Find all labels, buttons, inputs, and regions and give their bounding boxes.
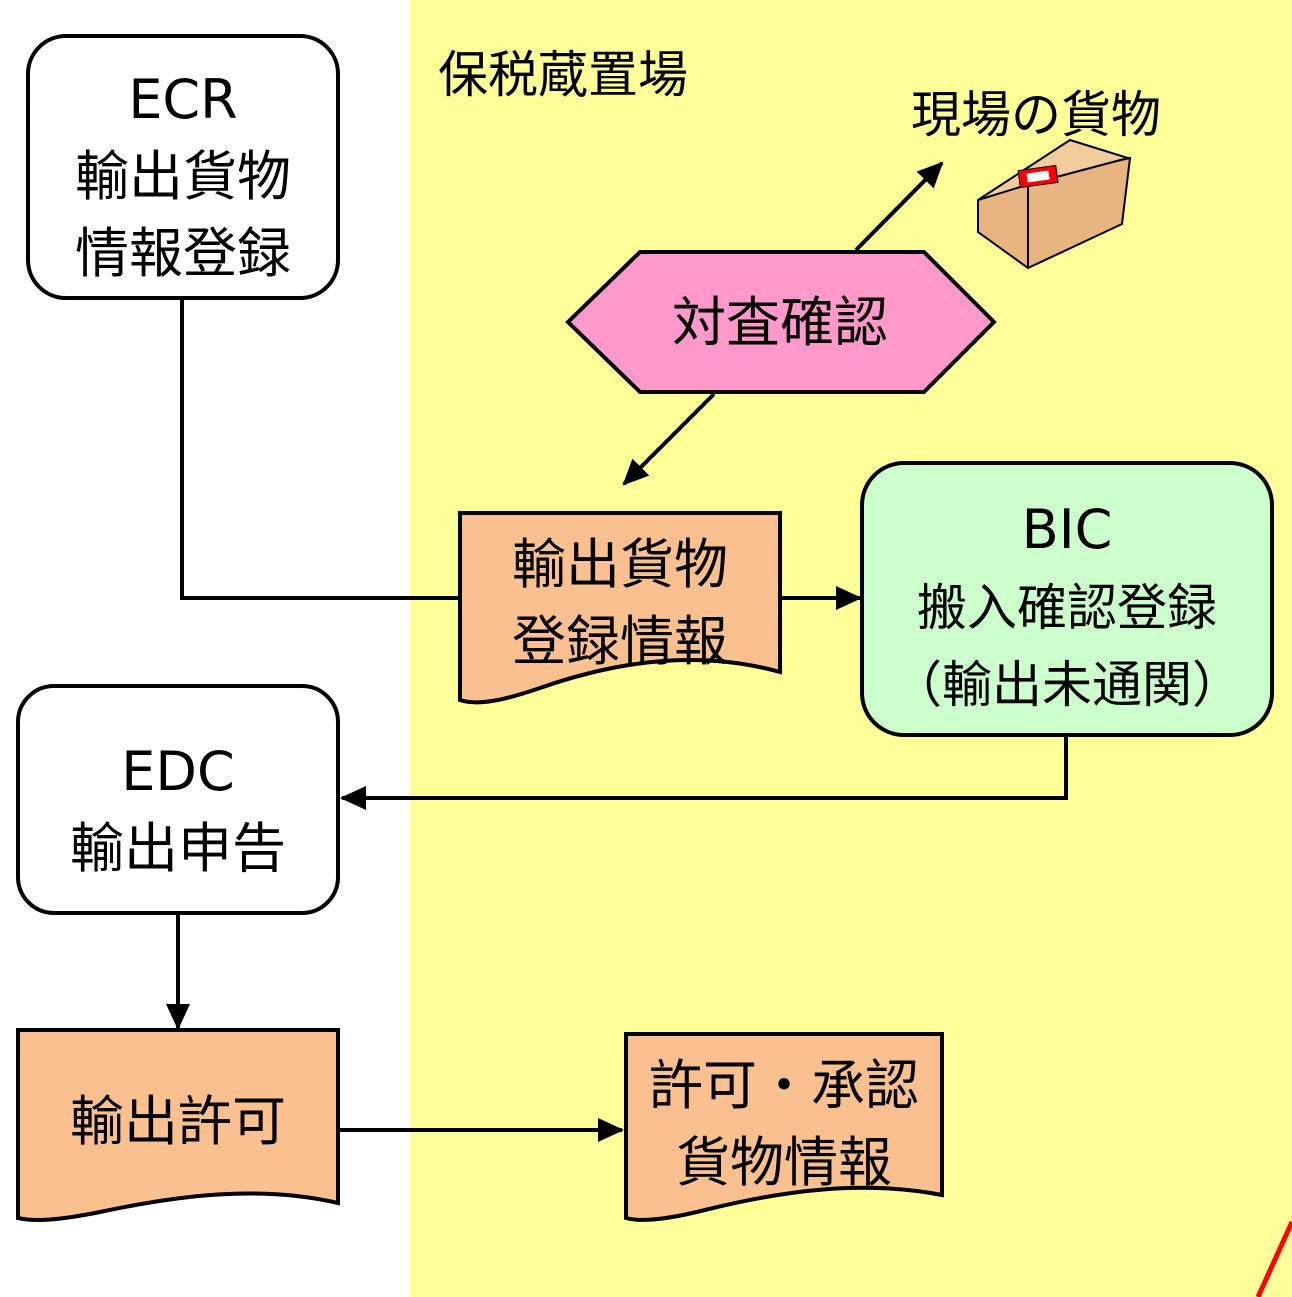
ecr-line-2: 輸出貨物	[75, 145, 291, 208]
ecr-line-1: ECR	[128, 68, 237, 131]
ecr-line-3: 情報登録	[75, 222, 291, 285]
bonded-area-label: 保税蔵置場	[438, 46, 688, 104]
export-record-node: 輸出貨物 登録情報	[458, 511, 782, 705]
ecr-to-record-connector	[180, 298, 460, 600]
export-record-line-2: 登録情報	[512, 610, 728, 673]
bic-to-edc-arrow	[340, 735, 1068, 810]
approved-info-line-2: 貨物情報	[676, 1131, 892, 1194]
taisa-node: 対査確認	[565, 250, 997, 394]
export-permit-node: 輸出許可	[16, 1028, 340, 1222]
approved-info-node: 許可・承認 貨物情報	[624, 1032, 944, 1222]
bic-node: BIC 搬入確認登録 （輸出未通関）	[860, 461, 1274, 737]
bic-line-3: （輸出未通関）	[892, 656, 1242, 714]
taisa-to-cargo-arrow	[854, 161, 944, 252]
cargo-box-icon	[977, 138, 1132, 270]
edc-line-2: 輸出申告	[70, 817, 286, 880]
bic-line-1: BIC	[1022, 498, 1113, 561]
approved-info-line-1: 許可・承認	[649, 1054, 919, 1117]
red-corner-stroke	[1255, 1220, 1292, 1297]
taisa-label: 対査確認	[672, 291, 888, 354]
taisa-to-record-arrow	[622, 392, 716, 486]
export-record-line-1: 輸出貨物	[512, 533, 728, 596]
export-permit-label: 輸出許可	[70, 1090, 286, 1153]
bic-line-2: 搬入確認登録	[917, 579, 1217, 637]
edc-node: EDC 輸出申告	[16, 684, 340, 915]
cargo-label: 現場の貨物	[911, 86, 1161, 144]
edc-line-1: EDC	[121, 740, 234, 803]
ecr-node: ECR 輸出貨物 情報登録	[26, 34, 340, 300]
